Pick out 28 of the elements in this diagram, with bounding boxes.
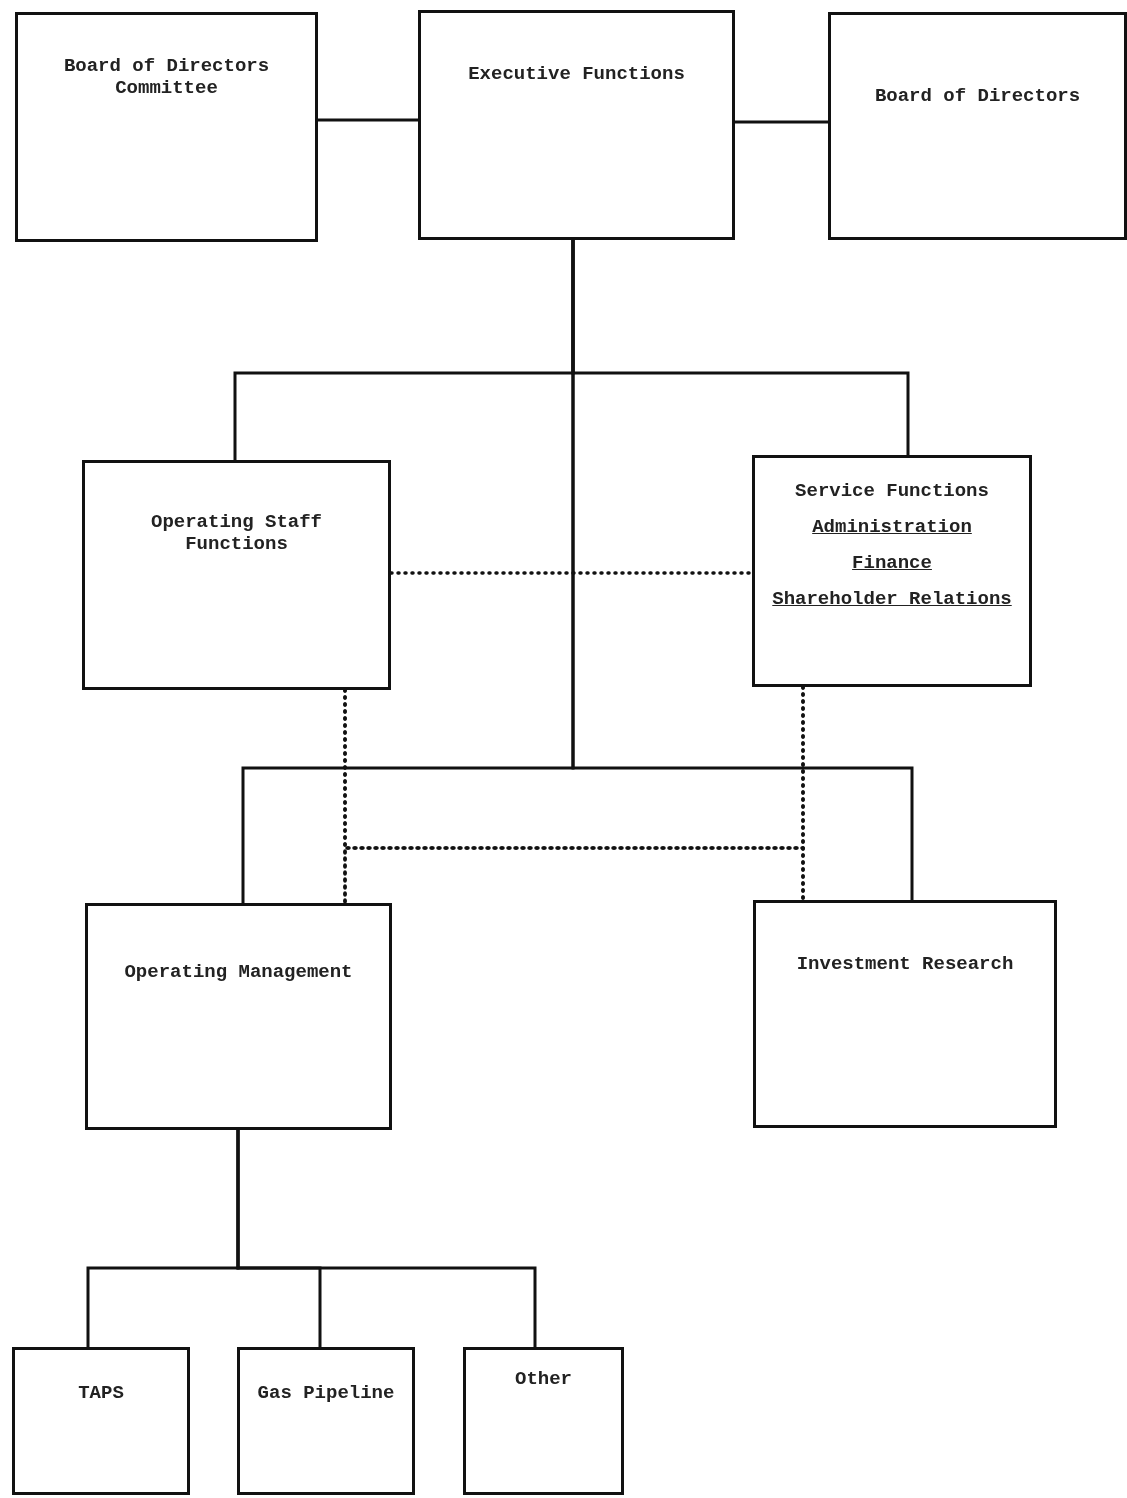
function-item: Shareholder Relations: [772, 588, 1012, 610]
box-title: Board of Directors Committee: [62, 55, 271, 99]
box-title: Operating Staff Functions: [150, 511, 323, 555]
org-box: [237, 1347, 415, 1495]
org-box: [82, 460, 391, 690]
box-title: TAPS: [78, 1382, 124, 1404]
org-box: [752, 455, 1032, 687]
connector-line: [735, 120, 828, 124]
org-box: [12, 1347, 190, 1495]
org-box: [85, 903, 392, 1130]
dotted-connector: [389, 571, 754, 575]
org-box: [463, 1347, 624, 1495]
org-box: [15, 12, 318, 242]
org-box: [828, 12, 1127, 240]
box-title: Other: [515, 1368, 572, 1390]
function-item: Administration: [812, 516, 972, 538]
box-title: Operating Management: [124, 961, 353, 983]
box-title: Gas Pipeline: [257, 1382, 395, 1404]
connector-line: [571, 240, 914, 900]
box-title: Executive Functions: [468, 63, 685, 85]
org-box: [753, 900, 1057, 1128]
box-title: Service Functions: [795, 480, 989, 502]
box-title: Investment Research: [796, 953, 1014, 975]
connector-line: [318, 118, 418, 122]
function-item: Finance: [852, 552, 932, 574]
connector-line: [236, 1130, 537, 1347]
org-box: [418, 10, 735, 240]
box-title: Board of Directors: [874, 85, 1081, 107]
